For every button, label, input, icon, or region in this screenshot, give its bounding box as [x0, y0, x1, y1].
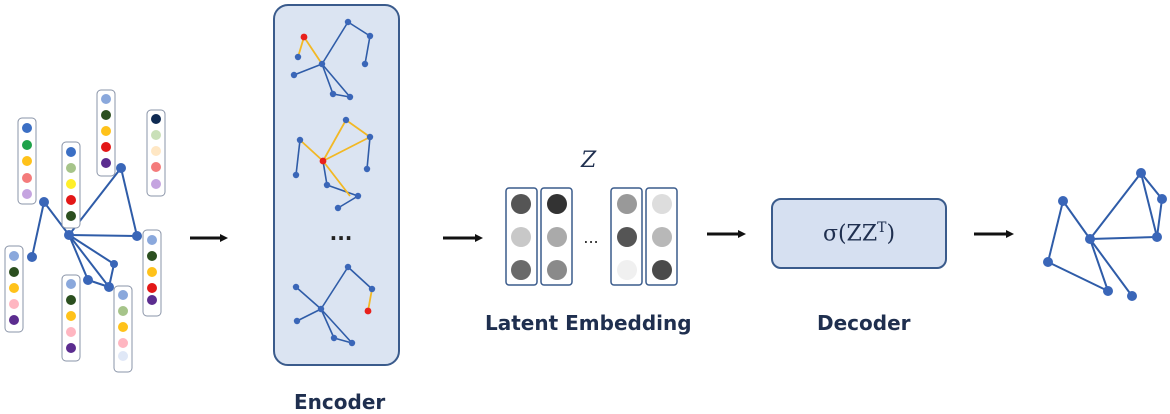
latent-vector [505, 187, 538, 286]
output-graph [1043, 168, 1167, 301]
feature-vector [142, 229, 162, 317]
feature-vector [113, 285, 133, 373]
decoder-formula: σ(ZZT) [822, 220, 896, 247]
z-symbol: Z [581, 148, 597, 173]
encoder-panel: ... [273, 4, 400, 366]
feature-vector [61, 141, 81, 229]
latent-vector [610, 187, 643, 286]
feature-vector [146, 109, 166, 197]
encoder-subgraph [290, 18, 374, 101]
decoder-box: σ(ZZT) [771, 198, 947, 269]
latent-vector [540, 187, 573, 286]
latent-embedding: ... [505, 187, 678, 286]
encoder-label: Encoder [294, 390, 386, 414]
input-graph [27, 163, 142, 292]
latent-embedding-label: Latent Embedding [485, 311, 692, 335]
latent-ellipsis: ... [583, 228, 598, 247]
feature-vector [17, 117, 37, 205]
encoder-ellipsis: ... [330, 221, 353, 245]
feature-vector [96, 89, 116, 177]
feature-vector [4, 245, 24, 333]
feature-vectors [4, 89, 166, 373]
flow-arrows [190, 230, 1014, 242]
encoder-subgraph [292, 263, 376, 347]
latent-vector [645, 187, 678, 286]
encoder-subgraph [292, 116, 374, 212]
decoder-label: Decoder [817, 311, 911, 335]
feature-vector [61, 274, 81, 362]
